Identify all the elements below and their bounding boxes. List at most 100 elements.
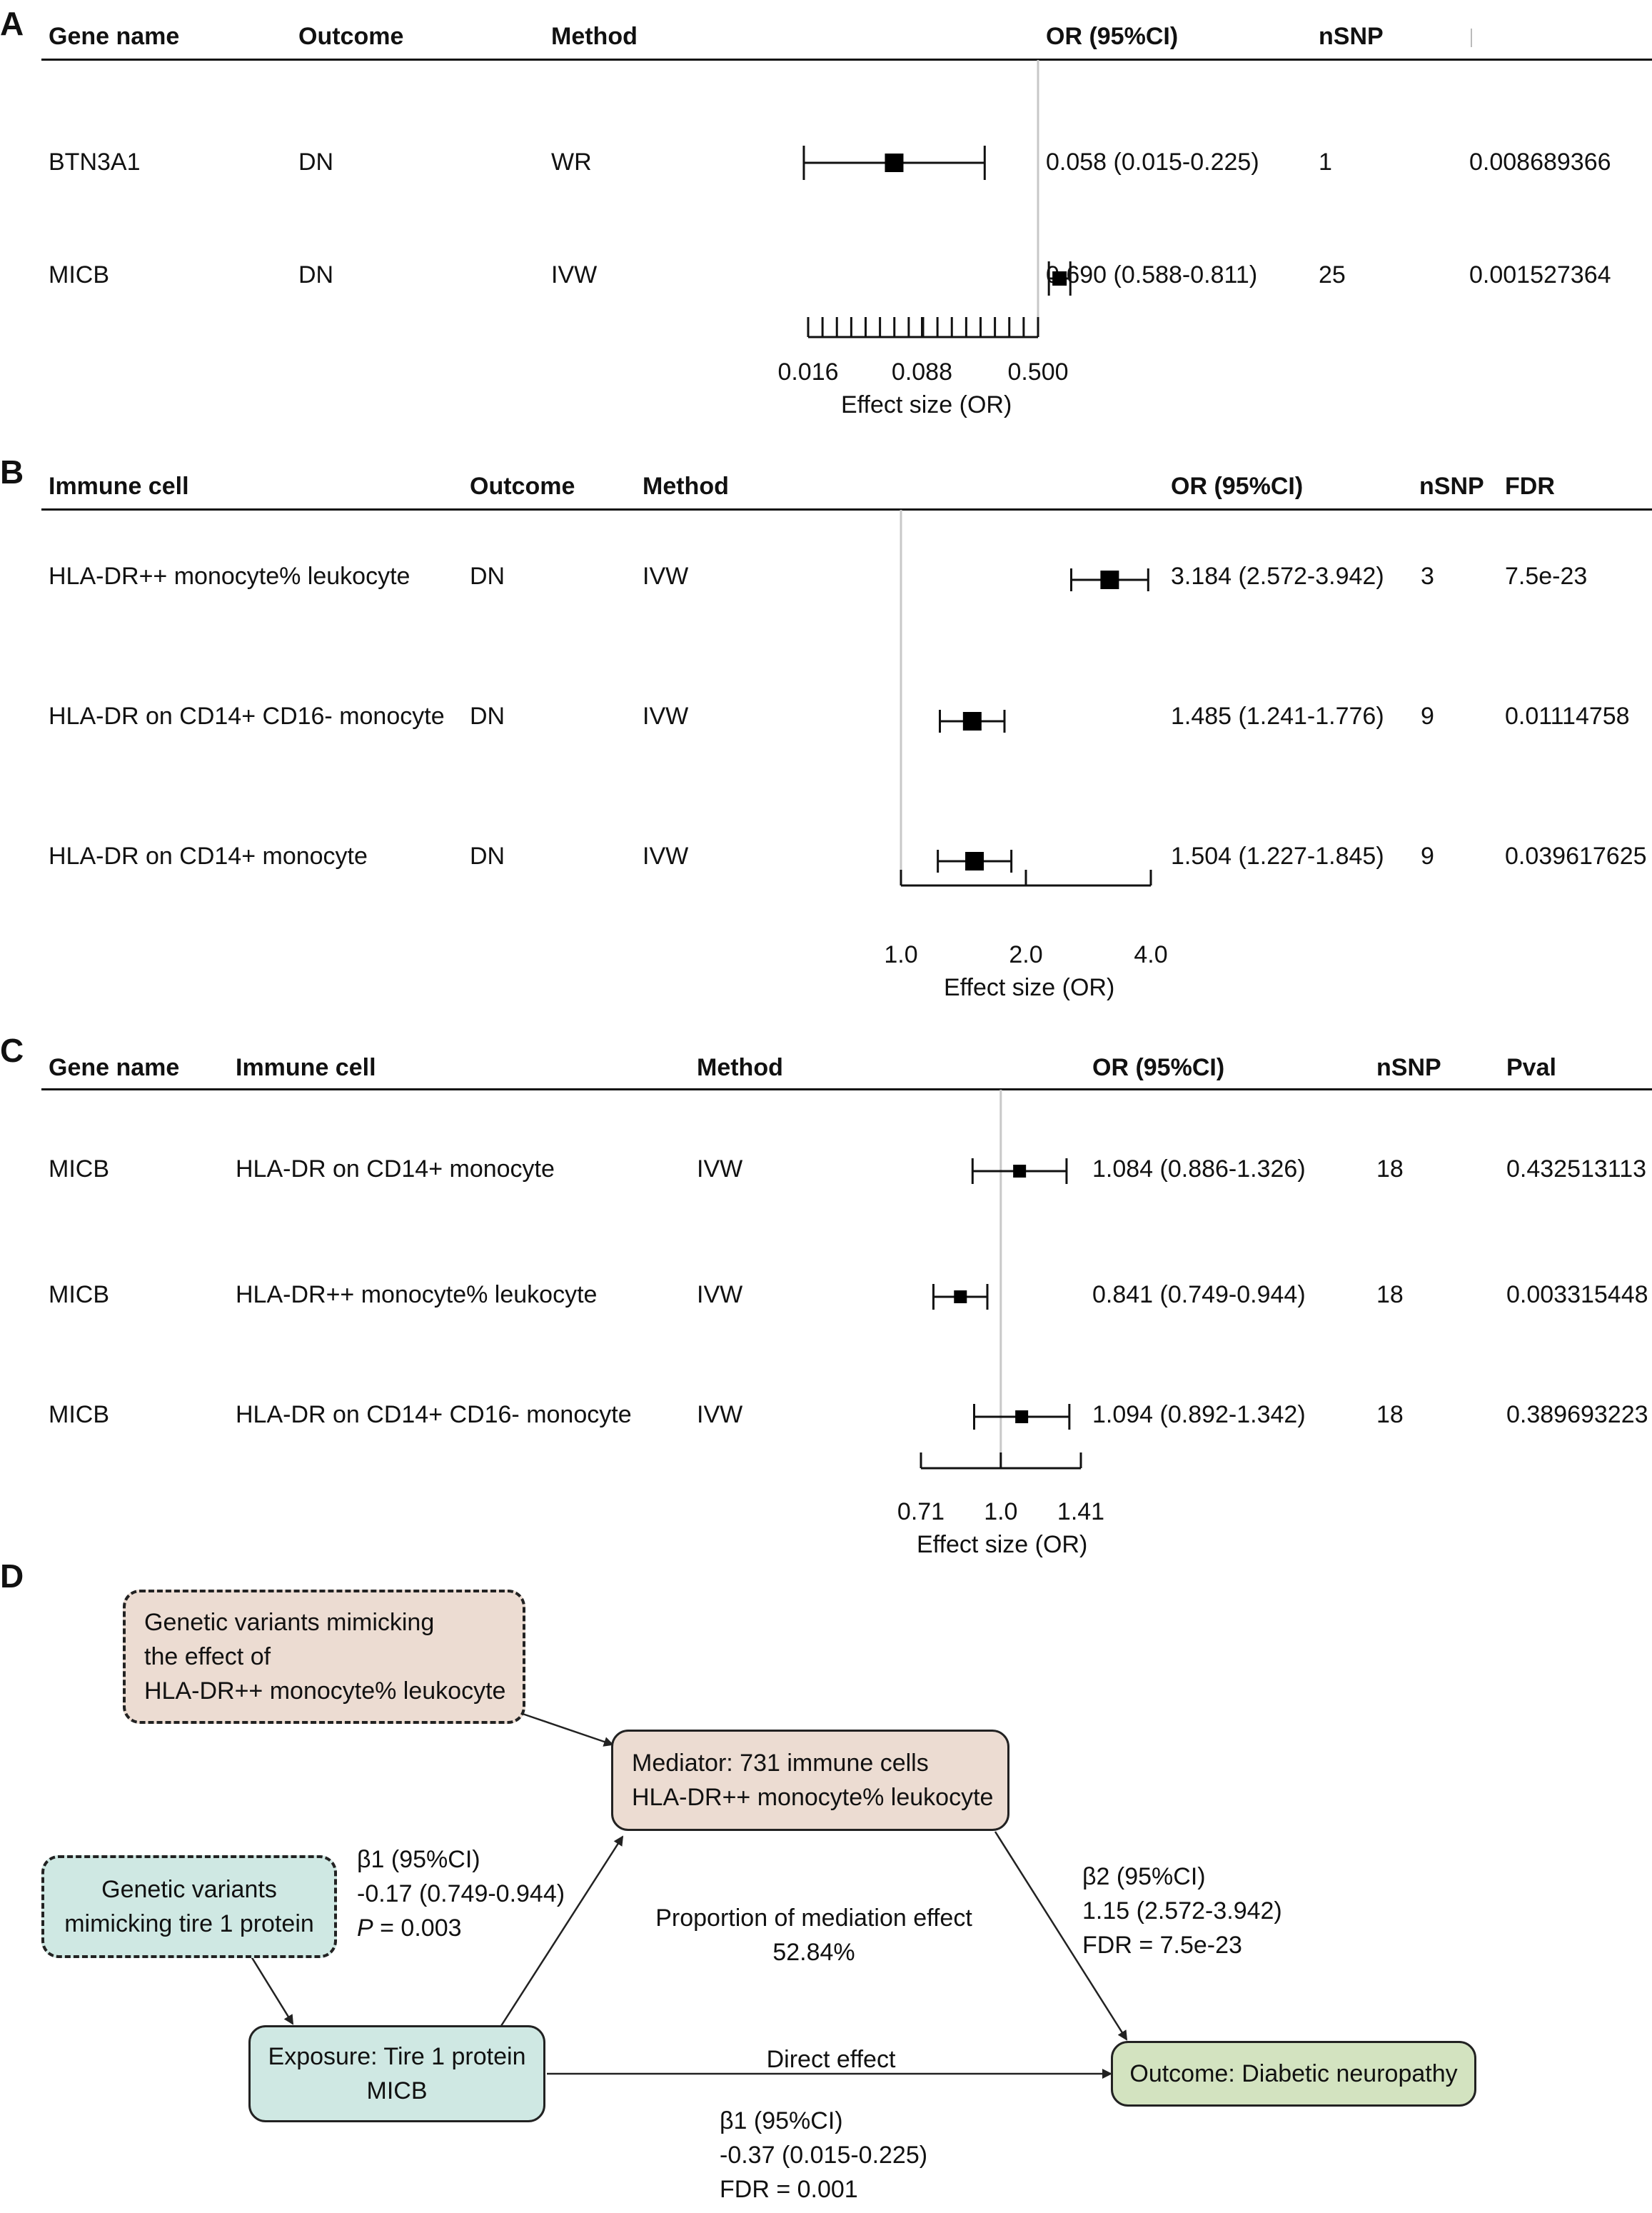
- b-or-point: [1100, 571, 1119, 589]
- outcome-label: Outcome: Diabetic neuropathy: [1129, 2060, 1458, 2087]
- arrow-mediator-to-outcome: [994, 1831, 1128, 2041]
- b-row1-nsnp: 3: [1421, 563, 1434, 590]
- header-or-ci-b: OR (95%CI): [1171, 473, 1304, 500]
- exposure-line-1: Exposure: Tire 1 protein: [268, 2043, 526, 2070]
- a-row2-nsnp: 25: [1319, 261, 1346, 288]
- b-tick-label: 1.0: [884, 941, 917, 968]
- c-tick-label: 1.41: [1057, 1498, 1104, 1525]
- b-row3-nsnp: 9: [1421, 843, 1434, 870]
- instrument-mediator-box: Genetic variants mimicking the effect of…: [123, 1590, 525, 1724]
- beta1-p-value: = 0.003: [373, 1915, 462, 1942]
- b-row2-fdr: 0.01114758: [1505, 703, 1630, 730]
- a-row2-outcome: DN: [298, 261, 334, 288]
- beta1-p: P = 0.003: [357, 1911, 462, 1945]
- b-row1-method: IVW: [643, 563, 689, 590]
- c-row2-method: IVW: [697, 1281, 743, 1308]
- a-row1-nsnp: 1: [1319, 149, 1332, 176]
- c-row2-pval: 0.003315448: [1506, 1281, 1648, 1308]
- a-row2-gene: MICB: [49, 261, 109, 288]
- c-or-point: [1015, 1410, 1029, 1423]
- c-row2-gene: MICB: [49, 1281, 109, 1308]
- panel-a-header-rule: [41, 59, 1652, 61]
- direct-effect-label: Direct effect: [766, 2046, 896, 2073]
- proportion-label: Proportion of mediation effect: [655, 1905, 972, 1932]
- a-row1-or-ci: 0.058 (0.015-0.225): [1046, 149, 1259, 176]
- a-or-point: [885, 154, 904, 172]
- b-row1-fdr: 7.5e-23: [1505, 563, 1588, 590]
- panel-letter-c: C: [0, 1032, 24, 1069]
- mediator-line-1: Mediator: 731 immune cells: [632, 1750, 929, 1777]
- beta1-label: β1 (95%CI): [357, 1846, 480, 1873]
- b-row1-cell: HLA-DR++ monocyte% leukocyte: [49, 563, 411, 590]
- b-or-point: [965, 852, 984, 870]
- header-pval: Pval: [1506, 1054, 1556, 1081]
- c-axis-title: Effect size (OR): [917, 1531, 1088, 1558]
- arrow-instrument-to-exposure: [250, 1956, 294, 2025]
- panel-letter-d: D: [0, 1557, 24, 1595]
- header-fdr: FDR: [1505, 473, 1555, 500]
- c-row3-or-ci: 1.094 (0.892-1.342): [1092, 1401, 1306, 1428]
- beta1-value: -0.17 (0.749-0.944): [357, 1880, 565, 1907]
- c-row3-gene: MICB: [49, 1401, 109, 1428]
- proportion-value: 52.84%: [772, 1939, 855, 1966]
- instrument-mediator-line-1: Genetic variants mimicking: [144, 1609, 435, 1636]
- c-row2-cell: HLA-DR++ monocyte% leukocyte: [236, 1281, 598, 1308]
- c-or-point: [1013, 1165, 1027, 1178]
- b-row2-nsnp: 9: [1421, 703, 1434, 730]
- exposure-box: Exposure: Tire 1 protein MICB: [248, 2025, 545, 2122]
- exposure-line-2: MICB: [366, 2077, 428, 2104]
- c-row1-method: IVW: [697, 1155, 743, 1183]
- c-or-point: [954, 1290, 967, 1303]
- b-row3-method: IVW: [643, 843, 689, 870]
- b-row2-method: IVW: [643, 703, 689, 730]
- header-immune-cell: Immune cell: [49, 473, 189, 500]
- c-tick-label: 1.0: [984, 1498, 1017, 1525]
- header-or-ci: OR (95%CI): [1046, 23, 1179, 50]
- panel-letter-a: A: [0, 5, 24, 42]
- header-nsnp-b: nSNP: [1419, 473, 1484, 500]
- header-outcome: Outcome: [298, 23, 404, 50]
- c-row1-nsnp: 18: [1376, 1155, 1404, 1183]
- arrow-exposure-to-mediator: [498, 1835, 624, 2029]
- mediator-line-2: HLA-DR++ monocyte% leukocyte: [632, 1784, 994, 1811]
- mediator-box: Mediator: 731 immune cells HLA-DR++ mono…: [611, 1730, 1009, 1831]
- c-row2-or-ci: 0.841 (0.749-0.944): [1092, 1281, 1306, 1308]
- b-tick-label: 2.0: [1009, 941, 1042, 968]
- panel-b-header-rule: [41, 508, 1652, 511]
- header-method-b: Method: [643, 473, 729, 500]
- instrument-mediator-line-3: HLA-DR++ monocyte% leukocyte: [144, 1677, 506, 1705]
- beta2-fdr: FDR = 7.5e-23: [1082, 1932, 1242, 1959]
- panel-c-header-rule: [41, 1088, 1652, 1090]
- b-row2-or-ci: 1.485 (1.241-1.776): [1171, 703, 1384, 730]
- b-row2-outcome: DN: [470, 703, 505, 730]
- direct-beta-label: β1 (95%CI): [720, 2107, 843, 2134]
- b-row3-fdr: 0.039617625: [1505, 843, 1647, 870]
- a-row2-or-ci: 0.690 (0.588-0.811): [1046, 261, 1258, 288]
- instrument-exposure-line-1: Genetic variants: [101, 1876, 277, 1903]
- b-or-point: [962, 712, 982, 731]
- beta1-p-letter: P: [357, 1915, 373, 1942]
- a-row1-p: 0.008689366: [1469, 149, 1611, 176]
- instrument-exposure-line-2: mimicking tire 1 protein: [64, 1910, 314, 1937]
- b-row2-cell: HLA-DR on CD14+ CD16- monocyte: [49, 703, 445, 730]
- header-or-ci-c: OR (95%CI): [1092, 1054, 1225, 1081]
- c-row2-nsnp: 18: [1376, 1281, 1404, 1308]
- beta2-label: β2 (95%CI): [1082, 1863, 1206, 1890]
- arrow-instrument-to-mediator: [522, 1712, 614, 1747]
- c-row3-nsnp: 18: [1376, 1401, 1404, 1428]
- beta2-value: 1.15 (2.572-3.942): [1082, 1897, 1282, 1925]
- instrument-exposure-box: Genetic variants mimicking tire 1 protei…: [41, 1855, 337, 1958]
- b-row1-outcome: DN: [470, 563, 505, 590]
- c-row1-gene: MICB: [49, 1155, 109, 1183]
- c-row3-method: IVW: [697, 1401, 743, 1428]
- header-immune-cell-c: Immune cell: [236, 1054, 376, 1081]
- a-tick-label: 0.088: [892, 358, 952, 386]
- a-row1-outcome: DN: [298, 149, 334, 176]
- outcome-box: Outcome: Diabetic neuropathy: [1111, 2041, 1476, 2107]
- c-row3-pval: 0.389693223: [1506, 1401, 1648, 1428]
- header-cursor-mark: [1471, 29, 1472, 47]
- header-method-c: Method: [697, 1054, 783, 1081]
